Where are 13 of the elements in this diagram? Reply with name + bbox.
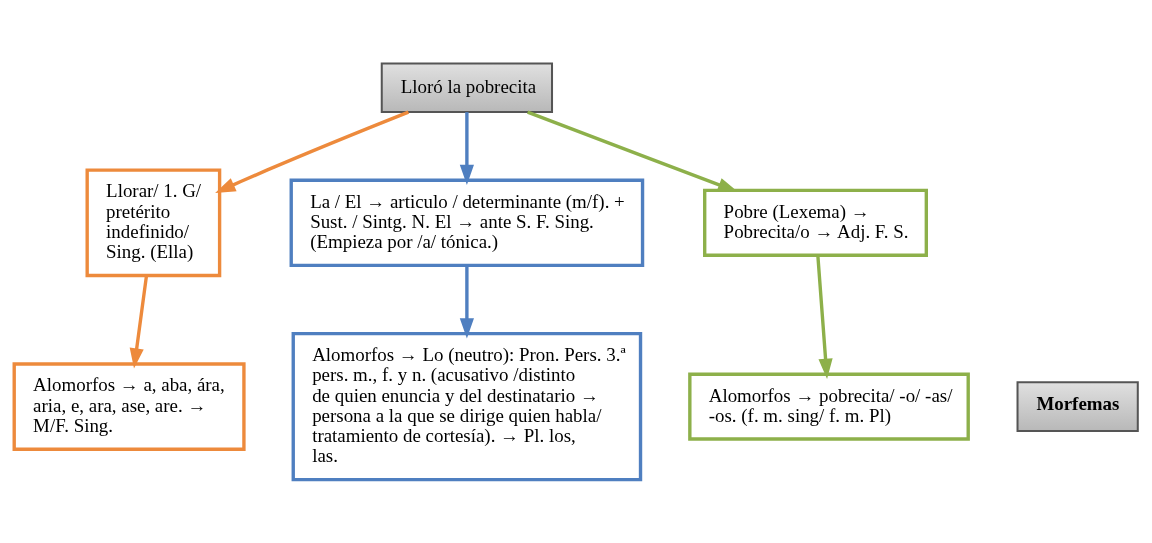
node-box: Alomorfos → pobrecita/ -o/ -as/ -os. (f. m. sing/ f. m. Pl) <box>688 372 970 441</box>
arrow <box>816 255 833 380</box>
node-box: Llorar/ 1. G/ pretérito indefinido/ Sing. (Ella) <box>85 168 222 278</box>
arrow <box>459 112 474 186</box>
node-box: Alomorfos → a, aba, ára, aria, e, ara, ase, are. → M/F. Sing. <box>12 362 246 451</box>
node-box: Alomorfos → Lo (neutro): Pron. Pers. 3.ª pers. m., f. y n. (acusativo /distinto de quien enuncia y del destinatario → persona a la que se dirige quien habla/ tratamiento de cortesía). → Pl. los, las. <box>291 331 643 482</box>
node-box: Pobre (Lexema) → Pobrecita/o → Adj. F. S. <box>703 188 928 257</box>
arrow <box>459 265 474 339</box>
node-box: Lloró la pobrecita <box>380 62 554 114</box>
node-box: La / El → articulo / determinante (m/f). + Sust. / Sintg. N. El → ante S. F. Sing. (Empieza por /a/ tónica.) <box>289 178 645 268</box>
node-box: Morfemas <box>1016 381 1139 432</box>
arrow <box>215 110 410 193</box>
arrow <box>129 275 149 369</box>
